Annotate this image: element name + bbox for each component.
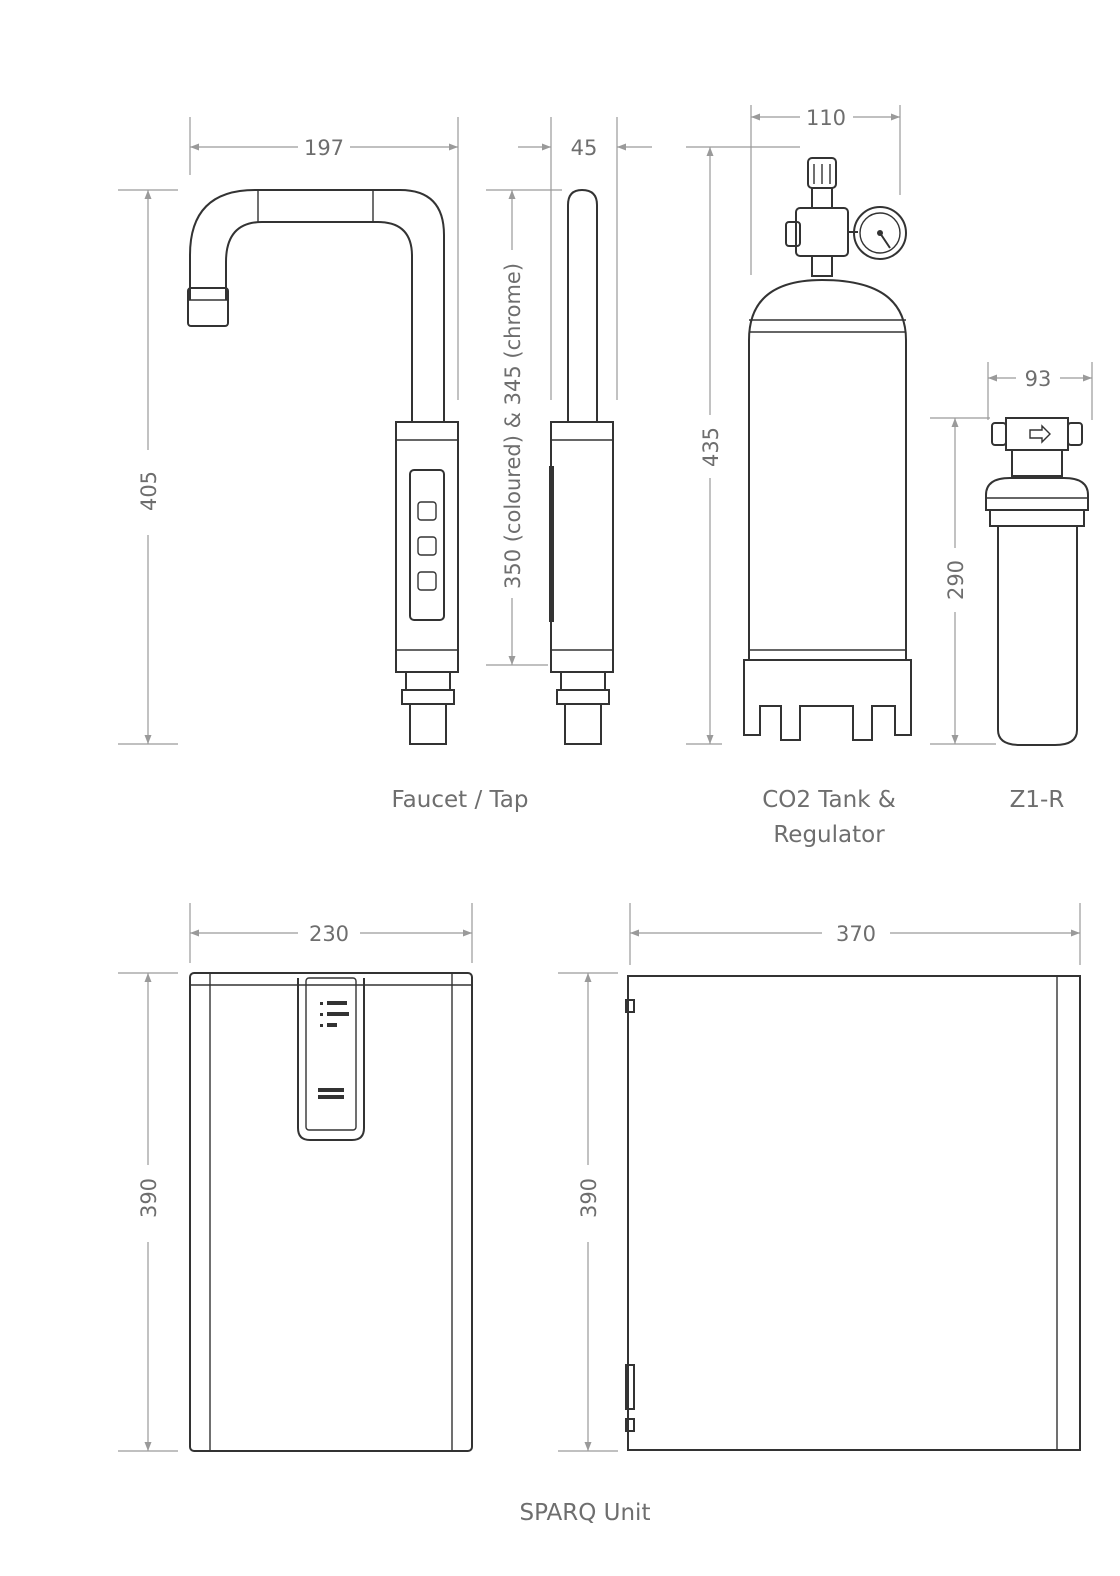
caption-tank-line1: CO2 Tank & [762,787,896,813]
dimension-labels: 197 45 110 93 230 370 405 350 (coloured)… [137,106,1051,1218]
sparq-unit-front [189,972,473,1452]
caption-filter: Z1-R [1010,787,1065,813]
sparq-unit-side [625,975,1081,1451]
dimension-lines [118,105,1093,1452]
sparkling-icon [417,501,437,521]
still-icon [417,571,437,591]
dim-faucet-depth: 45 [571,136,598,160]
captions: Faucet / Tap CO2 Tank & Regulator Z1-R S… [392,787,1065,1526]
caption-tank-line2: Regulator [773,822,885,848]
dim-filter-height: 290 [944,560,968,600]
faucet-front-view [187,189,459,745]
z1r-filter [985,417,1089,746]
dim-tank-height: 435 [699,427,723,467]
dim-filter-width: 93 [1025,367,1052,391]
faucet-side-view [549,188,614,745]
dim-faucet-body: 350 (coloured) & 345 (chrome) [501,263,525,589]
dim-unit-depth: 370 [836,922,876,946]
caption-faucet: Faucet / Tap [392,787,529,813]
dim-faucet-height: 405 [137,471,161,511]
dim-unit-height-side: 390 [577,1178,601,1218]
dim-faucet-width: 197 [304,136,344,160]
chilled-icon [417,536,437,556]
caption-unit: SPARQ Unit [520,1500,651,1526]
dim-tank-width: 110 [806,106,846,130]
dim-unit-height-front: 390 [137,1178,161,1218]
dim-unit-width: 230 [309,922,349,946]
co2-tank [743,157,912,741]
